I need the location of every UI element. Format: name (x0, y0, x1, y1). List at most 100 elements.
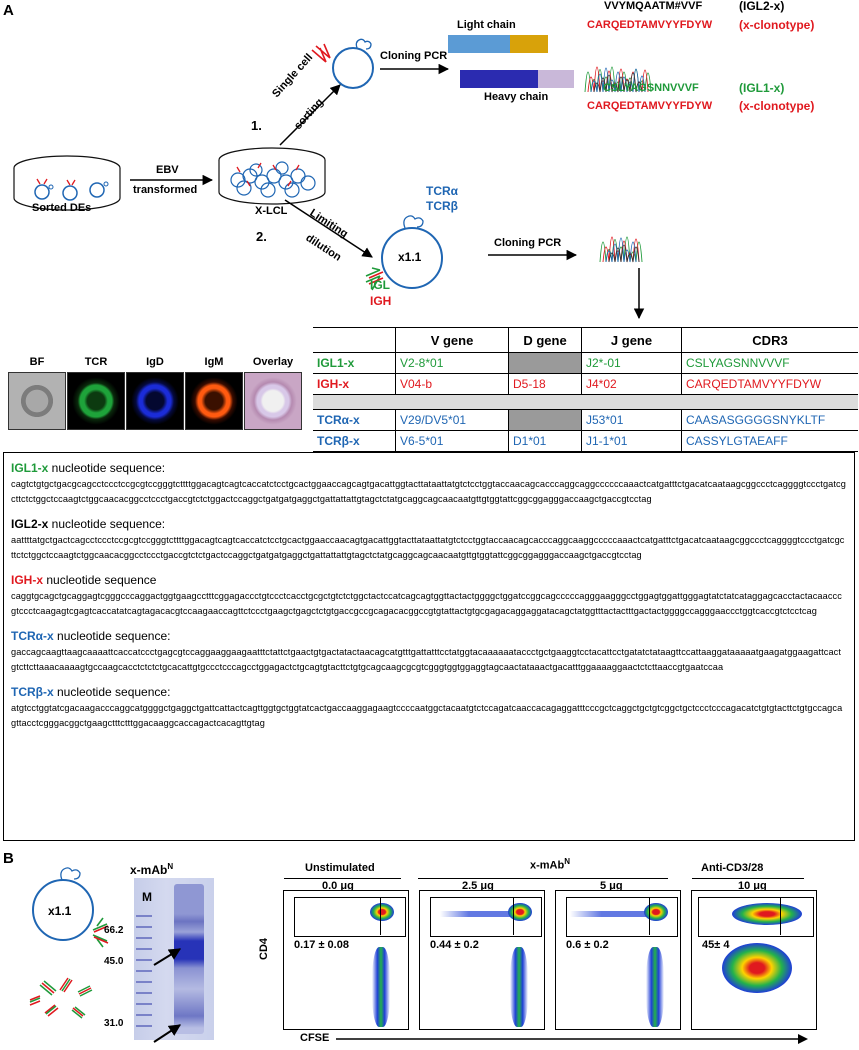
facs-cluster-top (644, 903, 668, 921)
seq-text-igh: caggtgcagctgcaggagtcgggcccaggactggtgaagc… (11, 591, 842, 616)
table-row: TCRα-x V29/DV5*01 J53*01 CAASASGGGGSNYKL… (313, 409, 858, 431)
single-cell-top (311, 38, 374, 89)
seq-name: IGL1-x (11, 461, 49, 475)
table-row: TCRβ-x V6-5*01 D1*01 J1-1*01 CASSYLGTAEA… (313, 430, 858, 452)
igl1-label: (IGL1-x) (739, 81, 785, 95)
group-title-anticd3: Anti-CD3/28 (701, 862, 763, 874)
seq-title-tcra: TCRα-x nucleotide sequence: (11, 629, 846, 643)
facs-value: 45± 4 (702, 939, 730, 951)
cloning-pcr-2-label: Cloning PCR (494, 237, 562, 249)
seq-text-igl1: cagtctgtgctgacgcagcctccctccgcgtccgggtctt… (11, 479, 846, 504)
gel-title-text: x-mAb (130, 863, 168, 877)
d-gene (508, 352, 582, 374)
facs-gate (566, 897, 678, 937)
gene-table-header-cdr3: CDR3 (681, 327, 858, 353)
x11-label: x1.1 (398, 250, 422, 264)
group-title-text: Anti-CD3/28 (701, 862, 764, 874)
facs-gate-divider (780, 897, 781, 935)
facs-cluster-top (732, 903, 802, 925)
facs-cluster-bottom (646, 947, 664, 1027)
step-2-label: 2. (256, 229, 267, 244)
facs-cluster-bottom (372, 947, 390, 1027)
seq-text-igl2: aattttatgctgactcagcctccctccgcgtccgggtctt… (11, 535, 845, 560)
group-line-unstim (284, 878, 401, 879)
igm-image (185, 372, 243, 430)
table-spacer-row (313, 394, 858, 410)
table-row: IGL1-x V2-8*01 J2*-01 CSLYAGSNNVVVF (313, 352, 858, 374)
facs-ylabel: CD4 (258, 937, 270, 960)
dose-label: 0.0 μg (322, 880, 354, 892)
j-gene: J1-1*01 (581, 430, 682, 452)
igh-label: IGH (370, 294, 392, 308)
facs-gate-divider (380, 897, 381, 935)
cdr3: CSLYAGSNNVVVF (681, 352, 858, 374)
panel-b-cell-diagram (29, 867, 109, 1019)
group-line-anticd3 (692, 878, 804, 879)
heavy-chain-label: Heavy chain (484, 91, 549, 103)
step-1-label: 1. (251, 118, 262, 133)
gene-table: V gene D gene J gene CDR3 IGL1-x V2-8*01… (313, 327, 858, 452)
clonotype-label-2: (x-clonotype) (739, 99, 815, 113)
v-gene: V6-5*01 (395, 430, 509, 452)
seq-title-igl2: IGL2-x nucleotide sequence: (11, 517, 846, 531)
seq-title-igl1: IGL1-x nucleotide sequence: (11, 461, 846, 475)
facs-value: 0.44 ± 0.2 (430, 939, 479, 951)
seq-suffix: nucleotide sequence: (53, 629, 171, 643)
seq-suffix: nucleotide sequence (43, 573, 157, 587)
facs-cluster-top (508, 903, 532, 921)
facs-value: 0.17 ± 0.08 (294, 939, 349, 951)
sorted-des-label: Sorted DEs (32, 202, 92, 214)
facs-plot-2-5ug: 0.44 ± 0.2 (419, 890, 545, 1030)
mw-45: 45.0 (104, 956, 124, 967)
image-label-igm: IgM (204, 356, 224, 368)
seq-text-tcrb: atgtcctggtatcgacaagacccaggcatggggctgaggc… (11, 703, 843, 728)
seq-name: TCRβ-x (11, 685, 54, 699)
gene-table-header-blank (313, 327, 396, 353)
facs-cluster-bottom (510, 947, 528, 1027)
v-gene: V04-b (395, 373, 509, 395)
cdr3: CARQEDTAMVYYFDYW (681, 373, 858, 395)
panel-b-letter: B (3, 850, 14, 867)
facs-smear (440, 911, 512, 917)
facs-gate (698, 897, 814, 937)
seq-name: IGH-x (11, 573, 44, 587)
facs-plot-5ug: 0.6 ± 0.2 (555, 890, 681, 1030)
tcra-label: TCRα (426, 184, 459, 198)
seq-suffix: nucleotide sequence: (48, 517, 166, 531)
facs-gate (294, 897, 406, 937)
mw-66: 66.2 (104, 925, 124, 936)
v-gene: V29/DV5*01 (395, 409, 509, 431)
gene-table-header-d: D gene (508, 327, 582, 353)
facs-plot-unstim: 0.17 ± 0.08 (283, 890, 409, 1030)
image-label-overlay: Overlay (252, 356, 294, 368)
d-gene: D1*01 (508, 430, 582, 452)
gene-table-header-j: J gene (581, 327, 682, 353)
gene-name: IGL1-x (313, 352, 396, 374)
gene-table-header-v: V gene (395, 327, 509, 353)
sorted-des-dish (13, 155, 121, 211)
gel-marker-lane (136, 906, 152, 1036)
workflow-diagram (13, 35, 652, 320)
facs-smear (570, 911, 648, 917)
clonotype-label-1: (x-clonotype) (739, 18, 815, 32)
x11-label-b: x1.1 (48, 904, 72, 918)
image-label-bf: BF (29, 356, 45, 368)
igd-image (126, 372, 184, 430)
mw-31: 31.0 (104, 1018, 124, 1029)
igl-label: IGL (370, 278, 390, 292)
facs-gate-divider (513, 897, 514, 935)
bf-image (8, 372, 66, 430)
facs-gate (430, 897, 542, 937)
cdr3: CAASASGGGGSNYKLTF (681, 409, 858, 431)
image-label-igd: IgD (146, 356, 164, 368)
image-label-tcr: TCR (84, 356, 108, 368)
seq-suffix: nucleotide sequence: (53, 685, 171, 699)
igl2-aa-sequence: VVYMQAATM#VVF (604, 0, 703, 12)
ebv-label: EBV (156, 164, 179, 176)
x11-cell (365, 215, 443, 291)
chromatogram-bottom (599, 236, 643, 263)
transformed-label: transformed (133, 184, 198, 196)
gene-table-header: V gene D gene J gene CDR3 (313, 327, 858, 353)
tcrb-label: TCRβ (426, 199, 458, 213)
igl2-label: (IGL2-x) (739, 0, 785, 13)
